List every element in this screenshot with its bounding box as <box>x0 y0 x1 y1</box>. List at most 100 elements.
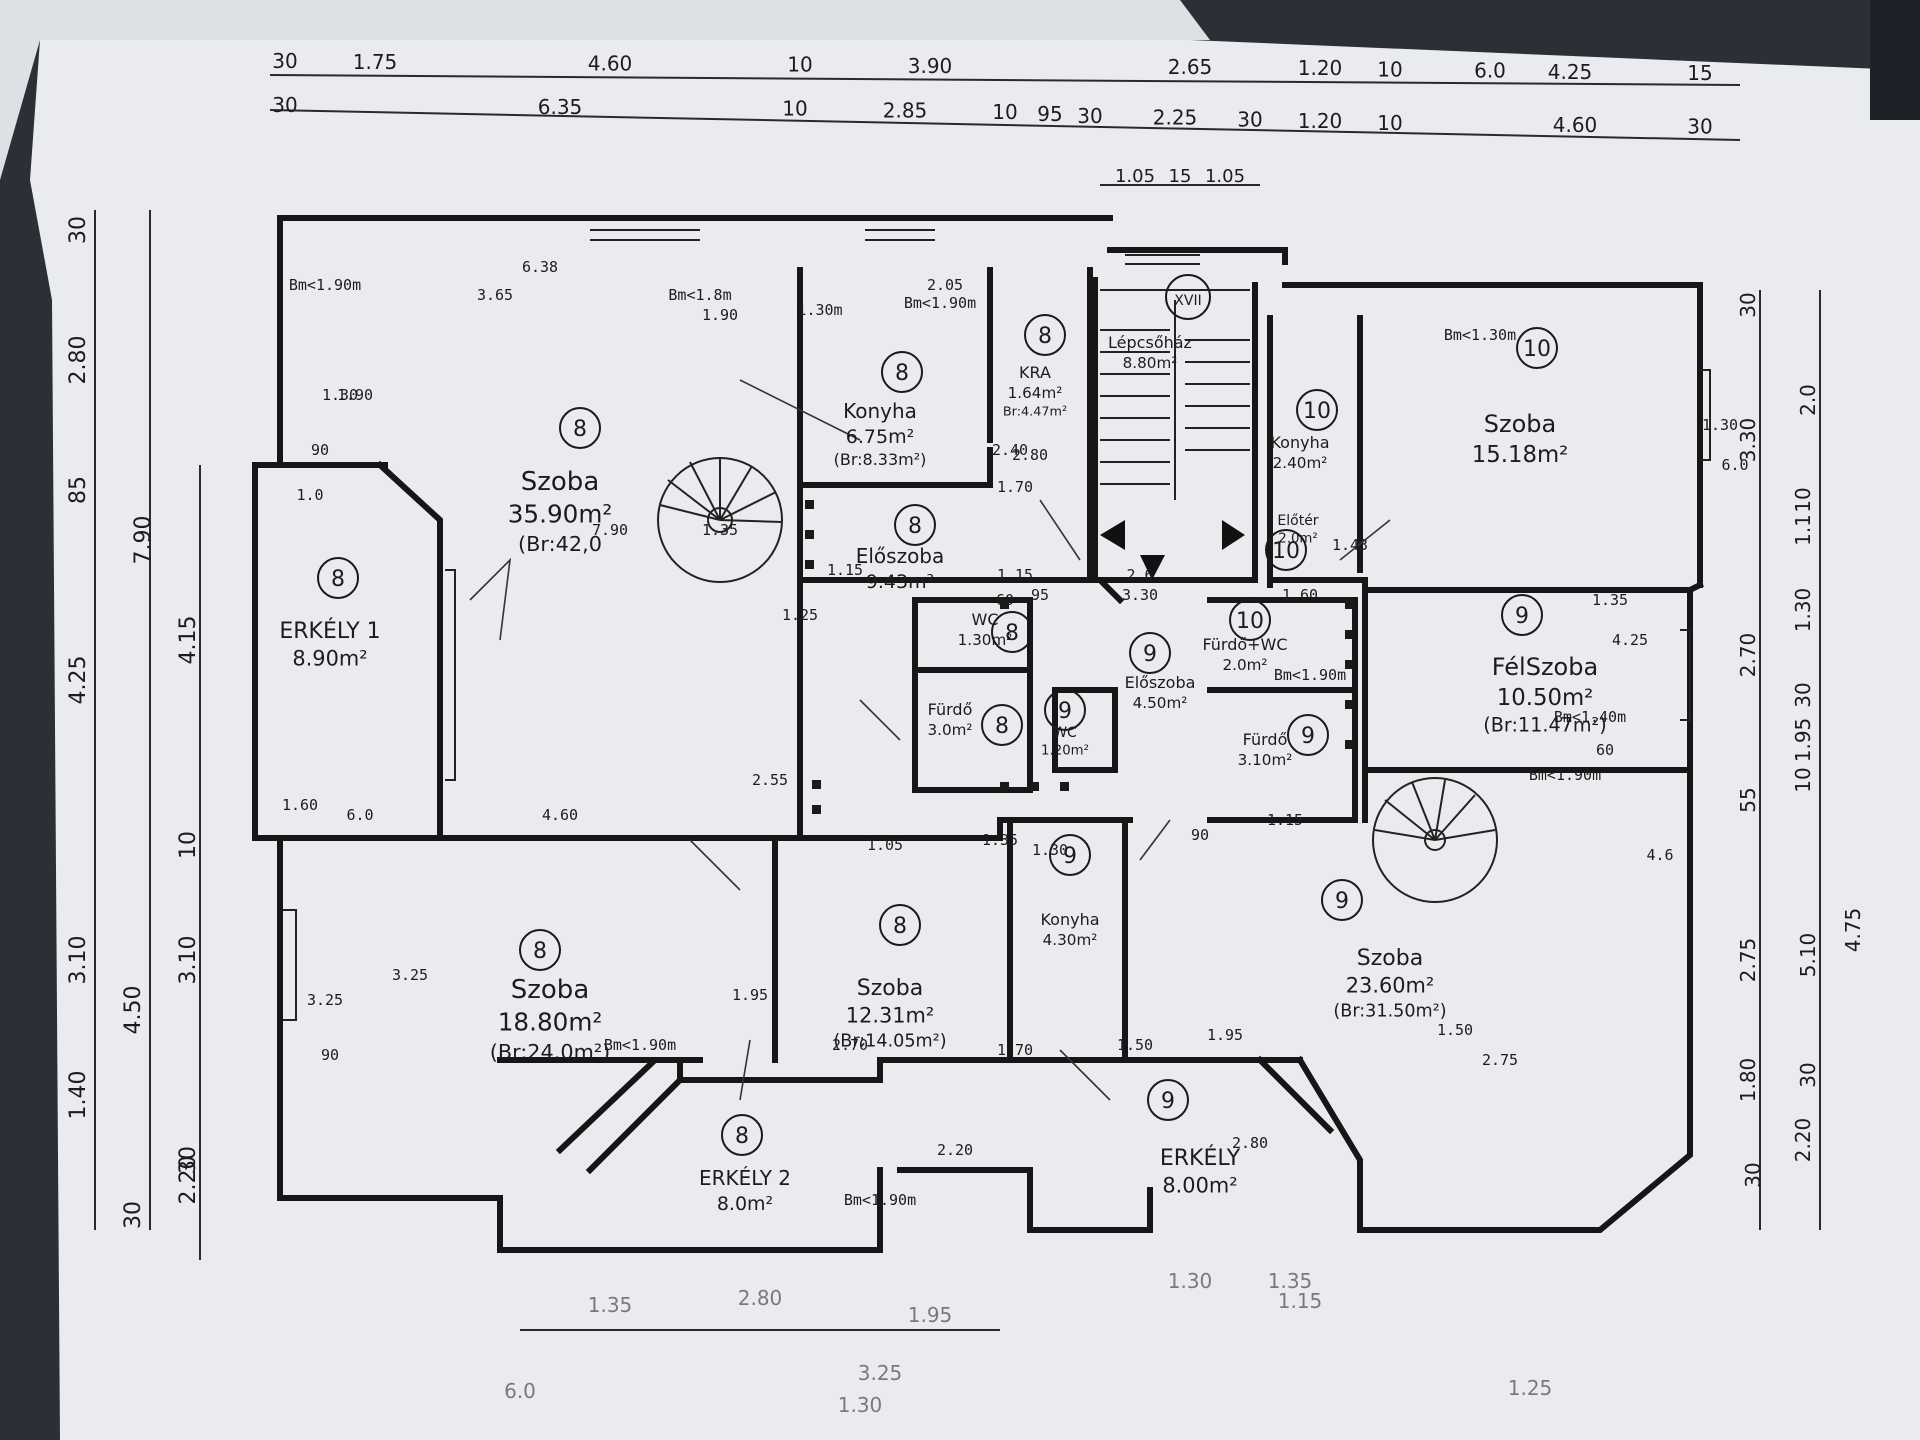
dim-right: 30 <box>1741 1162 1765 1187</box>
unit-number-lepcsohaz: XVII <box>1174 293 1201 309</box>
footer-dim: 1.35 <box>588 1293 633 1317</box>
footer-dim: 1.35 <box>1268 1269 1313 1293</box>
room-area-erkely-1: 8.90m² <box>292 647 367 671</box>
dim-top-row1: 10 <box>1377 57 1402 81</box>
dim-top-row2: 30 <box>1237 107 1262 131</box>
window-top-3 <box>1125 254 1200 265</box>
dim-left: 3.10 <box>66 936 91 985</box>
unit-circle-konyha-10 <box>1296 389 1338 431</box>
paper-under-sheet <box>0 0 1210 180</box>
note-label: 7.90 <box>592 521 628 539</box>
unit-circle-furdo-wc-10 <box>1229 599 1271 641</box>
unit-number-furdo-8: 8 <box>995 714 1009 739</box>
note-label: 1.30 <box>1032 841 1068 859</box>
note-label: 4.60 <box>542 806 578 824</box>
room-extra-felszoba-9: (Br:11.47m²) <box>1483 713 1606 736</box>
note-label: 1.95 <box>732 986 768 1004</box>
unit-number-erkely-9: 9 <box>1161 1089 1175 1114</box>
unit-circle-erkely-1 <box>317 557 359 599</box>
room-name-szoba-8-large: Szoba <box>521 467 600 497</box>
note-label: 2.40 <box>992 441 1028 459</box>
note-label: 6.0 <box>346 806 373 824</box>
room-area-szoba-8-low: 18.80m² <box>498 1008 603 1037</box>
footer-dim: 1.25 <box>1508 1376 1553 1400</box>
note-label: 1.35 <box>982 831 1018 849</box>
room-name-szoba-9: Szoba <box>1357 946 1423 971</box>
unit-circle-konyha-9 <box>1049 834 1091 876</box>
note-label: 2.6 <box>1126 566 1153 584</box>
room-area-furdo-8: 3.0m² <box>927 721 972 739</box>
dim-top-row2: 10 <box>992 100 1017 124</box>
note-label: 2.20 <box>937 1141 973 1159</box>
room-area-konyha-10: 2.40m² <box>1273 454 1328 472</box>
note-label: 1.90 <box>702 306 738 324</box>
dim-left: 3.10 <box>176 936 201 985</box>
dim-top-row1: 1.20 <box>1298 56 1343 80</box>
dim-top-row2: 30 <box>272 93 297 117</box>
outer-wall-top-right <box>1282 282 1703 588</box>
dim-left: 30 <box>176 1146 201 1174</box>
dim-top-row2: 2.25 <box>1153 106 1198 130</box>
unit-number-wc-8: 8 <box>1005 621 1019 646</box>
dimension-lines <box>94 74 1821 1331</box>
dim-line-top-1 <box>269 74 1741 86</box>
dim-left: 30 <box>66 216 91 244</box>
dim-left: 85 <box>66 476 91 504</box>
note-label: 3.65 <box>477 286 513 304</box>
window-top-2 <box>865 229 935 241</box>
unit-circle-erkely-9 <box>1147 1079 1189 1121</box>
stair-arrow-down <box>1140 555 1165 580</box>
room-area-furdo-9: 3.10m² <box>1238 751 1293 769</box>
dim-right: 4.75 <box>1841 908 1865 953</box>
dim-top-row3: 15 <box>1169 166 1192 187</box>
unit-number-furdo-wc-10: 10 <box>1236 609 1264 634</box>
window-left <box>283 909 297 1021</box>
unit-number-szoba-8-mid: 8 <box>893 914 907 939</box>
unit-number-konyha-9: 9 <box>1063 844 1077 869</box>
dim-right: 30 <box>1791 682 1815 707</box>
unit-circle-konyha-8 <box>881 351 923 393</box>
unit-number-konyha-10: 10 <box>1303 399 1331 424</box>
erkely2-diagonal-inner <box>585 1075 685 1175</box>
dim-right: 1.30 <box>1791 588 1815 633</box>
room-area-furdo-wc-10: 2.0m² <box>1222 656 1267 674</box>
room-area-konyha-9: 4.30m² <box>1043 931 1098 949</box>
room-area-szoba-10: 15.18m² <box>1472 442 1569 468</box>
room-name-szoba-10: Szoba <box>1484 410 1556 438</box>
note-label: 2.55 <box>752 771 788 789</box>
note-label: 1.50 <box>1117 1036 1153 1054</box>
window-right-2 <box>1680 629 1691 721</box>
dim-right: 2.75 <box>1736 938 1760 983</box>
room-name-szoba-8-low: Szoba <box>511 975 590 1005</box>
outer-wall-top-mid <box>1107 247 1288 265</box>
room-extra-szoba-8-large: (Br:42,0 <box>518 532 602 556</box>
room-area-eloter-10: 2.0m² <box>1278 532 1317 547</box>
dim-right: 30 <box>1736 292 1760 317</box>
unit-circle-eloszoba-8 <box>894 504 936 546</box>
unit-circle-szoba-8-large <box>559 407 601 449</box>
note-label: 2.05 <box>927 276 963 294</box>
note-label: 1.30 <box>1702 416 1738 434</box>
note-label: Bm<1.90m <box>1274 666 1346 684</box>
room-area-erkely-9: 8.00m² <box>1162 1174 1237 1198</box>
dim-left: 4.50 <box>121 986 146 1035</box>
note-label: 1.05 <box>867 836 903 854</box>
note-label: 90 <box>311 441 329 459</box>
room-area-szoba-8-mid: 12.31m² <box>846 1004 935 1028</box>
unit-number-wc-9: 9 <box>1058 699 1072 724</box>
dim-top-row2: 6.35 <box>538 95 583 119</box>
dim-right: 2.70 <box>1736 633 1760 678</box>
room-name-eloszoba-8: Előszoba <box>856 544 945 568</box>
unit-circle-eloszoba-9 <box>1129 632 1171 674</box>
footer-dim: 6.0 <box>504 1379 536 1403</box>
room-area-szoba-8-large: 35.90m² <box>508 500 613 529</box>
unit-circle-szoba-8-low <box>519 929 561 971</box>
unit-number-felszoba-9: 9 <box>1515 604 1529 629</box>
dim-top-row2: 10 <box>1377 111 1402 135</box>
dim-top-row2: 4.60 <box>1553 113 1598 137</box>
lower-band <box>497 1057 1303 1083</box>
note-label: 1.43 <box>1332 536 1368 554</box>
room-name-eloter-10: Előtér <box>1277 513 1318 529</box>
note-label: 90 <box>1191 826 1209 844</box>
